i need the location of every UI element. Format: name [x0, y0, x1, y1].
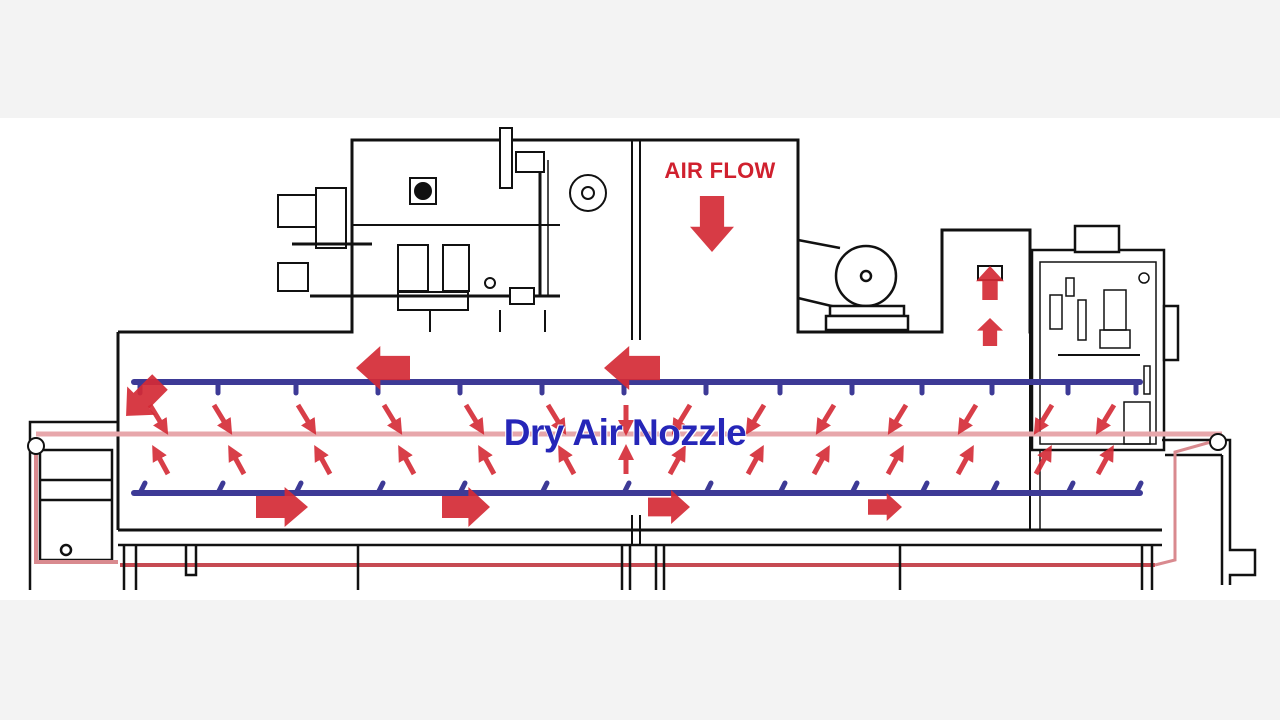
machine-housing — [116, 138, 1162, 545]
nozzle-jet — [777, 480, 788, 496]
flow-arrow-large — [126, 374, 168, 416]
flow-arrow-large — [356, 346, 410, 390]
flow-arrow-small — [478, 444, 497, 476]
flow-arrow-small — [671, 403, 693, 435]
nozzle-jet — [457, 480, 468, 496]
nozzle-jet — [919, 480, 930, 496]
flow-arrow-small — [885, 444, 904, 476]
nozzle-jet — [137, 480, 148, 496]
flow-arrow-small — [811, 444, 830, 476]
flow-arrow-small — [1033, 403, 1055, 435]
entry-frame — [28, 420, 118, 590]
flow-arrow-small — [545, 403, 567, 435]
nozzle-jet — [215, 480, 226, 496]
flow-arrow-large — [648, 490, 690, 524]
flow-arrow-small — [152, 444, 171, 476]
nozzle-jet — [849, 480, 860, 496]
flow-arrow-small — [147, 403, 169, 435]
nozzle-jet — [989, 480, 1000, 496]
nozzle-jet — [1133, 480, 1144, 496]
nozzle-jet — [621, 480, 632, 496]
flow-arrow-small — [1033, 444, 1052, 476]
dry-air-nozzle-label: Dry Air Nozzle — [503, 412, 747, 453]
bottom-margin-band — [0, 600, 1280, 720]
flow-arrow-small — [745, 444, 764, 476]
flow-arrow-small — [1095, 444, 1114, 476]
flow-arrow-small — [667, 444, 686, 476]
nozzle-jet — [375, 480, 386, 496]
air-flow-arrows — [126, 196, 1117, 527]
flow-arrow-small — [381, 403, 403, 435]
base-frame — [118, 543, 1162, 590]
flow-arrow-small — [211, 403, 233, 435]
flow-arrow-small — [1095, 403, 1117, 435]
flow-arrow-large — [977, 318, 1003, 346]
nozzle-jet — [703, 480, 714, 496]
flow-arrow-large — [868, 493, 902, 521]
flow-arrow-small — [815, 403, 837, 435]
flow-arrow-small — [463, 403, 485, 435]
flow-arrow-small — [228, 444, 247, 476]
top-margin-band — [0, 0, 1280, 118]
flow-arrow-small — [955, 444, 974, 476]
nozzle-jet — [293, 480, 304, 496]
nozzle-jet — [1065, 480, 1076, 496]
flow-arrow-small — [887, 403, 909, 435]
fan-drive — [797, 238, 910, 332]
motor-module — [277, 127, 607, 332]
flow-arrow-large — [256, 487, 308, 527]
control-cabinet — [1030, 224, 1180, 452]
flow-arrow-small — [957, 403, 979, 435]
flow-arrow-large — [690, 196, 734, 252]
flow-arrow-large — [442, 487, 490, 527]
flow-arrow-small — [398, 444, 417, 476]
flow-arrow-large — [604, 346, 660, 390]
flow-arrow-small — [314, 444, 333, 476]
flow-arrow-small — [745, 403, 767, 435]
flow-arrow-small — [558, 444, 577, 476]
flow-arrow-small — [295, 403, 317, 435]
flow-arrow-large — [976, 266, 1004, 300]
air-flow-label: AIR FLOW — [664, 158, 776, 183]
nozzle-jet — [539, 480, 550, 496]
